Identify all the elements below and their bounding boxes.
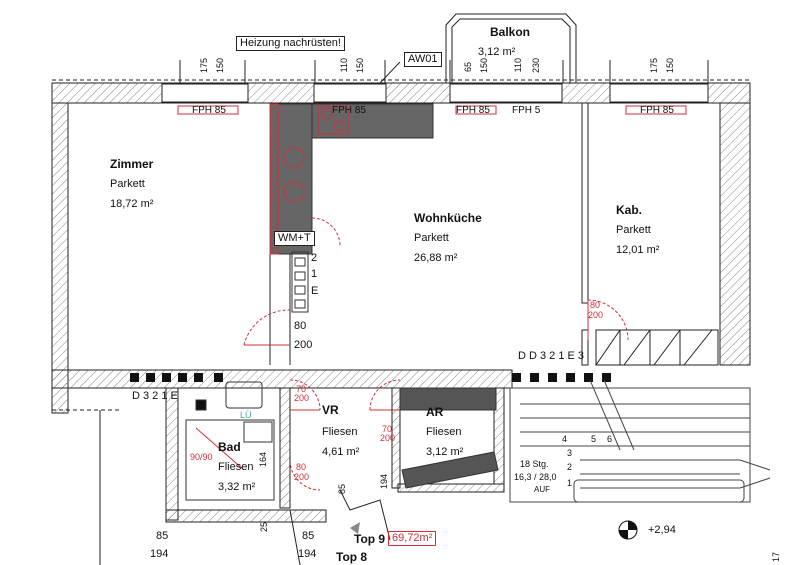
fuse-1: 1 [311, 268, 318, 280]
top9-label: Top 9 [354, 532, 386, 546]
door-zimmer-a: 80 [294, 320, 307, 332]
bottom-dim-17: 17 [771, 552, 781, 563]
room-vr-floor: Fliesen [322, 426, 358, 438]
door-zimmer-b: 200 [294, 339, 313, 351]
dimension-lines [52, 60, 750, 84]
installation-shaft [291, 251, 309, 313]
bottom-dim-85b: 85 [302, 530, 315, 542]
room-wohnkueche-name: Wohnküche [414, 211, 482, 225]
lower-walls [165, 387, 505, 523]
vr-194-dim: 194 [379, 474, 389, 490]
room-zimmer-name: Zimmer [110, 157, 154, 171]
room-balkon-area: 3,12 m² [478, 46, 516, 58]
room-vr-name: VR [322, 403, 339, 417]
window-4-dim-b: 230 [531, 58, 541, 74]
ar-shelves [399, 387, 499, 489]
door-vr-b: 200 [294, 393, 310, 403]
bath-fixtures [185, 381, 275, 501]
meter-markers [130, 373, 611, 382]
door-kab-a: 80 [590, 300, 601, 310]
door-ar-b: 200 [380, 433, 396, 443]
window-4-dim-a: 110 [513, 58, 523, 73]
door-ar-a: 70 [382, 424, 393, 434]
kab-storage [595, 329, 719, 366]
window-2-label: FPH 85 [332, 105, 366, 116]
window-2-dim-a: 110 [339, 58, 349, 73]
top9-area: 69,72m² [388, 531, 437, 546]
meters-left: D 3 2 1 E [132, 390, 178, 402]
bottom-dim-194b: 194 [298, 548, 317, 560]
bottom-dim-85a: 85 [156, 530, 169, 542]
elevation-label: +2,94 [648, 524, 676, 536]
room-zimmer-floor: Parkett [110, 178, 145, 190]
window-1-label: FPH 85 [192, 105, 226, 116]
window-openings [161, 83, 709, 103]
balcony-outline [445, 13, 577, 83]
room-wohnkueche-floor: Parkett [414, 232, 449, 244]
window-3-dim-b: 150 [479, 58, 489, 74]
meters-right: D D 3 2 1 E 3 [518, 350, 585, 362]
stairs-steps: 18 Stg. [520, 459, 549, 469]
room-bad-area: 3,32 m² [218, 481, 256, 493]
fuse-2: 2 [311, 252, 318, 264]
window-2-dim-b: 150 [355, 58, 365, 74]
room-kab-area: 12,01 m² [616, 244, 660, 256]
fuse-e: E [311, 285, 319, 297]
bottom-dim-25: 25 [259, 522, 269, 533]
window-1-dim-b: 150 [215, 58, 225, 74]
bottom-outline [52, 409, 391, 565]
window-4-label: FPH 5 [512, 105, 541, 116]
room-bad-floor: Fliesen [218, 461, 254, 473]
room-kab-name: Kab. [616, 203, 643, 217]
window-3-dim-a: 65 [463, 62, 473, 73]
stairs-num-1: 1 [567, 478, 573, 488]
stairs-num-2: 2 [567, 462, 573, 472]
window-1-dim-a: 175 [199, 58, 209, 74]
kitchen-counter [269, 103, 434, 255]
room-balkon-name: Balkon [490, 25, 531, 39]
room-bad-name: Bad [218, 440, 241, 454]
room-ar-floor: Fliesen [426, 426, 462, 438]
door-85-dim: 85 [337, 484, 347, 495]
door-kab-b: 200 [588, 310, 604, 320]
stairs-num-6: 6 [607, 434, 613, 444]
lue-label: LÜ [240, 410, 252, 420]
room-zimmer-area: 18,72 m² [110, 198, 154, 210]
entry-arrow-icon [350, 522, 360, 534]
stairs-num-5: 5 [591, 434, 597, 444]
bottom-dim-194a: 194 [150, 548, 169, 560]
window-5-dim-a: 175 [649, 58, 659, 74]
room-vr-area: 4,61 m² [322, 446, 360, 458]
staircase [509, 379, 771, 503]
bad-dim-label: 90/90 [190, 452, 213, 462]
door-bad-b: 200 [294, 472, 310, 482]
stairs-num-3: 3 [567, 448, 573, 458]
elevation-marker-icon [618, 520, 638, 540]
aw-label: AW01 [404, 52, 442, 67]
heating-note: Heizung nachrüsten! [236, 36, 345, 51]
door-bad-a: 80 [296, 462, 307, 472]
stairs-ratio: 16,3 / 28,0 [514, 472, 557, 482]
room-wohnkueche-area: 26,88 m² [414, 252, 458, 264]
stairs-num-4: 4 [562, 434, 568, 444]
window-3-label: FPH 85 [456, 105, 490, 116]
window-5-dim-b: 150 [665, 58, 675, 74]
door-vr-a: 70 [296, 384, 307, 394]
window-5-label: FPH 85 [640, 105, 674, 116]
top8-label: Top 8 [336, 550, 368, 564]
room-kab-floor: Parkett [616, 224, 651, 236]
stairs-dir: AUF [534, 485, 550, 494]
wm-label: WM+T [274, 231, 315, 246]
room-ar-area: 3,12 m² [426, 446, 464, 458]
vr-width-dim: 164 [258, 452, 268, 468]
room-ar-name: AR [426, 405, 444, 419]
